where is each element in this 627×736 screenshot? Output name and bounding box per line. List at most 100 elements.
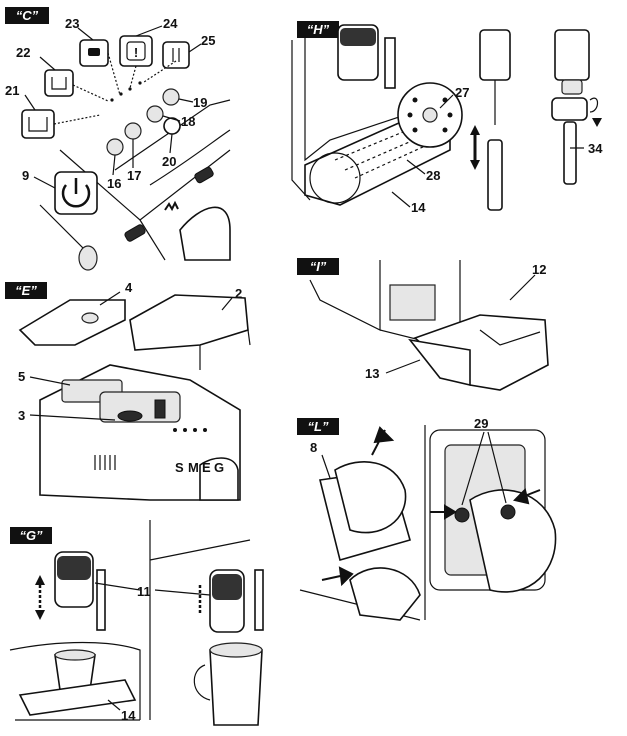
lid-2 — [129, 294, 249, 351]
panel-g-tag-bg — [10, 527, 52, 544]
press-arrow-right — [513, 488, 541, 505]
panel-c-tag: “C” — [16, 8, 39, 23]
brand-letter-m: M — [188, 460, 199, 475]
panel-e: “E” S M E G 4 2 5 3 — [5, 280, 251, 501]
grid-hole — [447, 112, 453, 118]
panel-c-body-edges — [39, 99, 231, 261]
grid-hole — [407, 112, 413, 118]
label-24: 24 — [163, 16, 178, 31]
container-inner-edge — [479, 329, 541, 346]
label-17: 17 — [127, 168, 141, 183]
panel-c-logo-mark — [164, 200, 179, 212]
label-2: 2 — [235, 286, 242, 301]
panel-c-top-edge — [149, 129, 231, 186]
cappuccino-nozzle-34 — [563, 121, 577, 185]
panel-i-leaders — [385, 274, 536, 374]
panel-h-spout-top — [340, 28, 376, 46]
release-button-29b — [500, 504, 516, 520]
panel-g-body-right — [149, 520, 251, 720]
drip-tray-13 — [408, 338, 471, 387]
indicator-dot — [138, 81, 142, 85]
brand-letter-e: E — [202, 460, 211, 475]
tank-button-21 — [21, 109, 55, 139]
panel-c-dashed-leaders — [53, 52, 177, 125]
panel-e-leaders — [29, 291, 233, 421]
panel-e-tag-bg — [5, 282, 47, 299]
panel-g-wand-right — [254, 569, 264, 631]
indicator-dot — [110, 98, 114, 102]
round-button-16 — [106, 138, 124, 156]
panel-g-tag: “G” — [19, 528, 43, 543]
round-button-17 — [124, 122, 142, 140]
nozzle-tube-a — [487, 139, 503, 211]
label-23: 23 — [65, 16, 79, 31]
panel-g-body-left — [9, 641, 141, 721]
panel-c-leaders — [24, 25, 202, 189]
panel-h-tag-bg — [297, 21, 339, 38]
label-34: 34 — [588, 141, 603, 156]
label-19: 19 — [193, 95, 207, 110]
grid-disc-hub — [422, 107, 438, 123]
round-button-18 — [146, 105, 164, 123]
water-icon — [51, 77, 67, 90]
brand-letter-g: G — [214, 460, 224, 475]
panel-c-dispenser — [179, 206, 231, 261]
label-21: 21 — [5, 83, 19, 98]
panel-i-tag: “I” — [310, 259, 327, 274]
control-dot — [183, 428, 187, 432]
panel-l-tag-bg — [297, 418, 339, 435]
lid-4 — [18, 299, 126, 346]
nozzle-collar — [561, 79, 583, 95]
nozzle-cap — [551, 97, 588, 121]
brand-letter-s: S — [175, 460, 184, 475]
hand-right — [469, 489, 557, 593]
label-4: 4 — [125, 280, 133, 295]
label-9: 9 — [22, 168, 29, 183]
grid-hole — [442, 127, 448, 133]
grid-hole — [412, 127, 418, 133]
water-button-22 — [44, 69, 74, 97]
label-25: 25 — [201, 33, 215, 48]
press-arrow-left — [430, 504, 457, 520]
release-button-29a — [454, 507, 470, 523]
panel-l-tag: “L” — [308, 419, 329, 434]
lid-4-knob — [81, 312, 99, 324]
hand-left-top — [334, 461, 407, 534]
espresso-cup-rim — [54, 649, 96, 661]
hand-left-bottom — [349, 567, 421, 621]
panel-g-spout-right-top — [212, 574, 242, 600]
push-arrow — [321, 566, 354, 587]
grinder-icon — [172, 48, 180, 62]
panel-i: “I” 12 13 — [297, 258, 549, 391]
panel-i-tag-bg — [297, 258, 339, 275]
label-27: 27 — [455, 85, 469, 100]
label-8: 8 — [310, 440, 317, 455]
label-28: 28 — [426, 168, 440, 183]
panel-c-indicator — [194, 166, 214, 184]
rotate-arrow — [589, 97, 599, 113]
panel-h-zoom-circle — [309, 152, 361, 204]
panel-g-leaders — [94, 582, 211, 711]
label-14: 14 — [411, 200, 426, 215]
panel-g: “G” 11 14 — [9, 520, 264, 726]
vertical-arrowheads — [470, 125, 480, 170]
panel-g-spout-left-top — [57, 556, 91, 580]
indicator-dot — [128, 87, 132, 91]
panel-c: “C” ! 23 — [5, 7, 231, 271]
panel-l: “L” 8 29 — [297, 416, 557, 621]
panel-h-steam-wand — [384, 37, 396, 89]
nozzle-body-a — [479, 29, 511, 81]
label-20: 20 — [162, 154, 176, 169]
lid-2-edge — [199, 329, 251, 370]
milk-icon — [88, 48, 100, 56]
power-icon — [61, 184, 91, 208]
label-29: 29 — [474, 416, 488, 431]
grid-hole — [412, 97, 418, 103]
control-dot — [193, 428, 197, 432]
drip-tray-14-g — [18, 679, 137, 716]
label-22: 22 — [16, 45, 30, 60]
panel-c-tag-bg — [5, 7, 49, 24]
round-button-19 — [162, 88, 180, 106]
label-14-g: 14 — [121, 708, 136, 723]
panel-e-tag: “E” — [15, 283, 37, 298]
